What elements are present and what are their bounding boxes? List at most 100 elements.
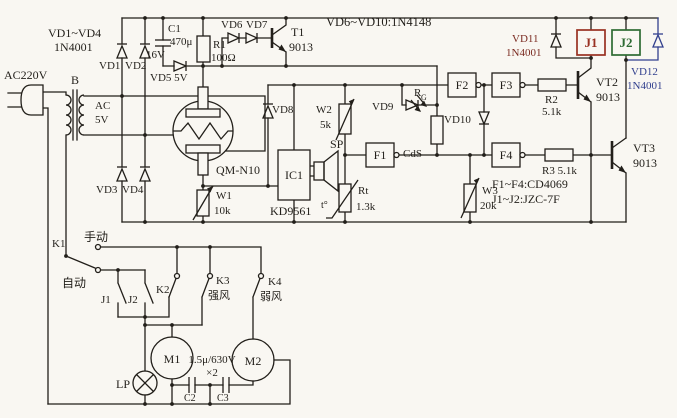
transistor-vt2 — [576, 71, 591, 102]
speaker-sp — [313, 149, 339, 193]
label-vd1: VD1 — [99, 60, 120, 72]
label-cds: CdS — [403, 148, 422, 160]
label-c2: C2 — [184, 393, 196, 404]
label-vd8: VD8 — [272, 104, 294, 116]
power-plug — [20, 84, 44, 116]
relay-j2 — [611, 29, 641, 56]
diode-vd8 — [262, 103, 274, 119]
motor-m2 — [231, 338, 275, 382]
label-ac220v: AC220V — [4, 68, 48, 82]
label-m2: M2 — [245, 354, 262, 368]
diode-vd1 — [116, 43, 128, 59]
label-t1-v: 9013 — [289, 40, 313, 54]
pot-w1 — [192, 185, 214, 221]
switch-k1 — [94, 243, 102, 274]
label-note-f: F1~F4:CD4069 — [492, 177, 568, 191]
label-1n4001-a: 1N4001 — [54, 40, 93, 54]
label-k1: K1 — [52, 238, 65, 250]
switch-k4 — [257, 272, 265, 280]
label-r3: R3 5.1k — [542, 165, 577, 177]
label-j1: J1 — [585, 35, 598, 50]
cap-c3 — [222, 377, 230, 393]
transistor-t1 — [270, 28, 286, 52]
label-w3-v: 20k — [480, 200, 497, 212]
ic1-kd9561 — [277, 149, 311, 201]
label-c1-v: 16V — [146, 49, 165, 61]
label-sp: SP — [330, 137, 344, 151]
label-vd11-v: 1N4001 — [506, 47, 541, 59]
label-rt-v: 1.3k — [356, 201, 376, 213]
label-note-diodes: VD6~VD10:1N4148 — [326, 15, 431, 29]
label-auto: 自动 — [62, 276, 86, 290]
label-vd7: VD7 — [246, 19, 268, 31]
diode-vd2 — [139, 43, 151, 59]
label-vt2-v: 9013 — [596, 90, 620, 104]
switch-k3 — [206, 272, 214, 280]
gate-f4 — [491, 142, 526, 168]
label-rg: R — [414, 87, 422, 99]
diode-vd6 — [227, 31, 241, 45]
label-b: B — [71, 73, 79, 87]
label-f1: F1 — [374, 148, 387, 162]
gate-f1 — [365, 142, 400, 168]
label-w2: W2 — [316, 104, 332, 116]
filter-cap-c1 — [155, 39, 171, 47]
label-c1-uf: 470μ — [170, 36, 193, 48]
gate-f2 — [447, 72, 482, 98]
resistor-r3 — [544, 148, 574, 162]
label-w2-v: 5k — [320, 119, 332, 131]
diode-vd11 — [550, 33, 562, 48]
label-vd1-4: VD1~VD4 — [48, 26, 101, 40]
motor-m1 — [150, 336, 194, 380]
label-c1: C1 — [168, 23, 181, 35]
label-cap-value: 1.5μ/630V — [188, 354, 235, 366]
label-vt3-v: 9013 — [633, 156, 657, 170]
label-t-deg: t° — [321, 200, 328, 211]
label-f2: F2 — [456, 78, 469, 92]
label-k2: K2 — [156, 284, 169, 296]
label-m1: M1 — [164, 352, 181, 366]
resistor-r1 — [196, 35, 211, 63]
gate-f3 — [491, 72, 526, 98]
thermistor-rt — [326, 179, 359, 219]
relay-j1 — [576, 29, 606, 56]
pot-w2 — [335, 98, 355, 141]
label-t1: T1 — [291, 25, 304, 39]
cap-c2 — [188, 377, 196, 393]
transformer-b — [65, 94, 85, 136]
label-vd9: VD9 — [372, 101, 394, 113]
label-vd5: VD5 5V — [150, 72, 188, 84]
label-rt: Rt — [358, 185, 368, 197]
diode-vd4 — [139, 166, 151, 182]
label-vd3: VD3 — [96, 184, 118, 196]
label-k4: K4 — [268, 276, 282, 288]
label-rg-sub: G — [421, 93, 427, 102]
label-r1-v: 100Ω — [211, 52, 236, 64]
switch-k2 — [173, 272, 181, 280]
resistor-r2 — [537, 78, 567, 92]
zener-vd5 — [173, 60, 188, 72]
label-strong-wind: 强风 — [208, 289, 230, 302]
label-vd4: VD4 — [122, 184, 144, 196]
label-vd10: VD10 — [444, 114, 471, 126]
label-w3: W3 — [482, 185, 498, 197]
label-w1-v: 10k — [214, 205, 231, 217]
bridge-rectifier — [116, 43, 151, 182]
label-j2-contact: J2 — [128, 294, 138, 306]
wires — [7, 17, 659, 405]
label-vd2: VD2 — [125, 60, 146, 72]
label-lp: LP — [116, 377, 130, 391]
label-vd11: VD11 — [512, 33, 538, 45]
label-vt3: VT3 — [633, 141, 655, 155]
label-5v: 5V — [95, 114, 109, 126]
transistor-vt3 — [610, 141, 626, 173]
label-j1-contact: J1 — [101, 294, 111, 306]
label-f4: F4 — [500, 148, 513, 162]
label-f3: F3 — [500, 78, 513, 92]
label-vd6: VD6 — [221, 19, 243, 31]
diode-vd10 — [478, 111, 490, 126]
label-note-j: J1~J2:JZC-7F — [492, 192, 560, 206]
label-j2: J2 — [620, 35, 633, 50]
